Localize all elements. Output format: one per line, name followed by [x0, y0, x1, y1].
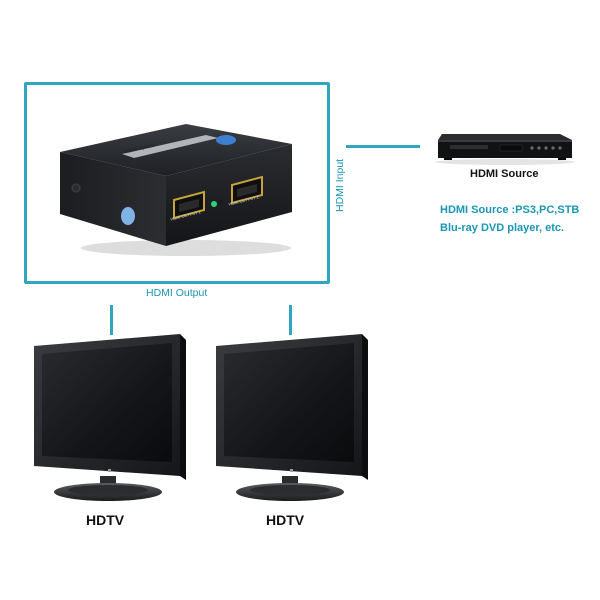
splitter-frame [24, 82, 330, 284]
hdmi-source-device [435, 134, 575, 165]
hdtv-2 [216, 334, 368, 501]
output-connector-line-2 [289, 305, 292, 335]
source-title: HDMI Source [470, 168, 539, 180]
hdmi-splitter-device [60, 124, 292, 256]
brand-logo-icon [216, 135, 236, 145]
hdtv-1-label: HDTV [86, 512, 125, 528]
output-connector-line-1 [110, 305, 113, 335]
hdtv-2-label: HDTV [266, 512, 305, 528]
source-desc-line1: HDMI Source :PS3,PC,STB [440, 204, 580, 216]
source-desc-line2: Blu-ray DVD player, etc. [440, 222, 565, 234]
hdtv-1 [34, 334, 186, 501]
power-button-icon [121, 207, 135, 225]
hdmi-port-2 [231, 175, 263, 205]
hdmi-input-label: HDMI Input [334, 158, 346, 212]
hdmi-port-1 [173, 190, 205, 220]
input-connector-line [346, 145, 420, 148]
status-led-icon [211, 201, 217, 207]
hdmi-output-label: HDMI Output [146, 287, 208, 299]
